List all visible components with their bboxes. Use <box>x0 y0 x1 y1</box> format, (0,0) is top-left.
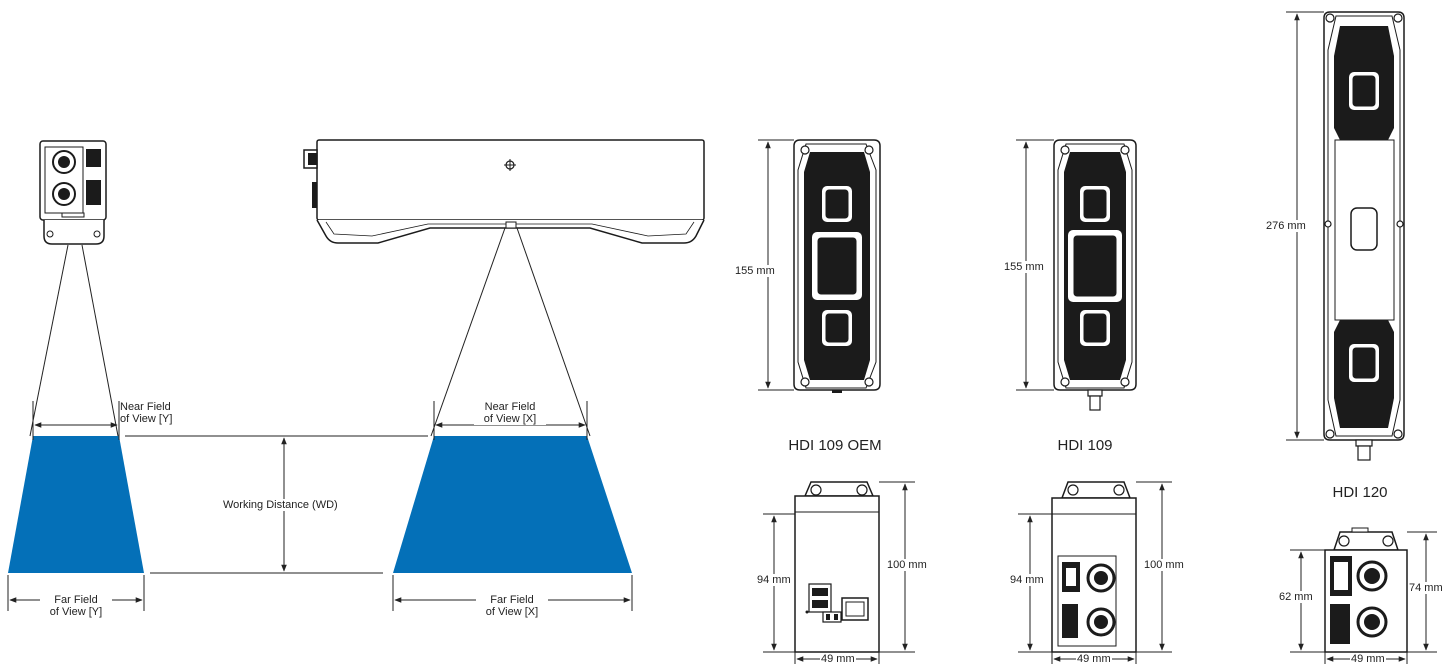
small-sensor-beam <box>8 244 144 573</box>
hdi-109-width-label: 49 mm <box>1076 653 1112 665</box>
hdi-109-oem-side <box>794 481 880 653</box>
hdi-120-side-height-label: 62 mm <box>1278 591 1314 603</box>
far-fov-y-label: Far Field of View [Y] <box>40 594 112 618</box>
hdi-109-height-label: 155 mm <box>1003 261 1045 273</box>
hdi-120-side-total-label: 74 mm <box>1408 582 1444 594</box>
far-fov-x-label: Far Field of View [X] <box>476 594 548 618</box>
near-fov-y-label: Near Field of View [Y] <box>120 401 172 425</box>
hdi-109-oem-front <box>793 139 881 393</box>
model-caption-hdi-120: HDI 120 <box>1332 484 1388 501</box>
hdi-120-front <box>1323 11 1405 461</box>
hdi-109-side-height-label: 94 mm <box>1009 574 1045 586</box>
near-fov-y-line2: of View [Y] <box>120 413 173 425</box>
hdi-120-side <box>1324 527 1408 653</box>
hdi-109-side <box>1051 481 1137 653</box>
near-fov-y-line1: Near Field <box>120 401 171 413</box>
hdi-109-oem-height-label: 155 mm <box>734 265 776 277</box>
large-sensor-beam <box>393 227 632 573</box>
near-fov-x-label: Near Field of View [X] <box>474 401 546 425</box>
near-fov-x-line1: Near Field <box>484 401 536 413</box>
far-fov-y-line2: of View [Y] <box>49 606 103 618</box>
hdi-109-oem-side-total-label: 100 mm <box>886 559 928 571</box>
hdi-109-oem-width-label: 49 mm <box>820 653 856 665</box>
near-fov-x-line2: of View [X] <box>483 413 537 425</box>
hdi-120-width-label: 49 mm <box>1350 653 1386 665</box>
far-fov-x-line1: Far Field <box>490 594 534 606</box>
hdi-109-front <box>1053 139 1137 411</box>
model-caption-hdi-109: HDI 109 <box>1057 437 1113 454</box>
hdi-109-side-total-label: 100 mm <box>1143 559 1185 571</box>
hdi-109-oem-side-height-label: 94 mm <box>756 574 792 586</box>
model-caption-hdi-109-oem: HDI 109 OEM <box>788 437 882 454</box>
large-sensor <box>303 139 705 244</box>
far-fov-x-line2: of View [X] <box>485 606 539 618</box>
far-fov-y-line1: Far Field <box>54 594 98 606</box>
hdi-120-height-label: 276 mm <box>1265 220 1307 232</box>
small-sensor <box>39 140 107 245</box>
working-distance-label: Working Distance (WD) <box>220 499 341 511</box>
